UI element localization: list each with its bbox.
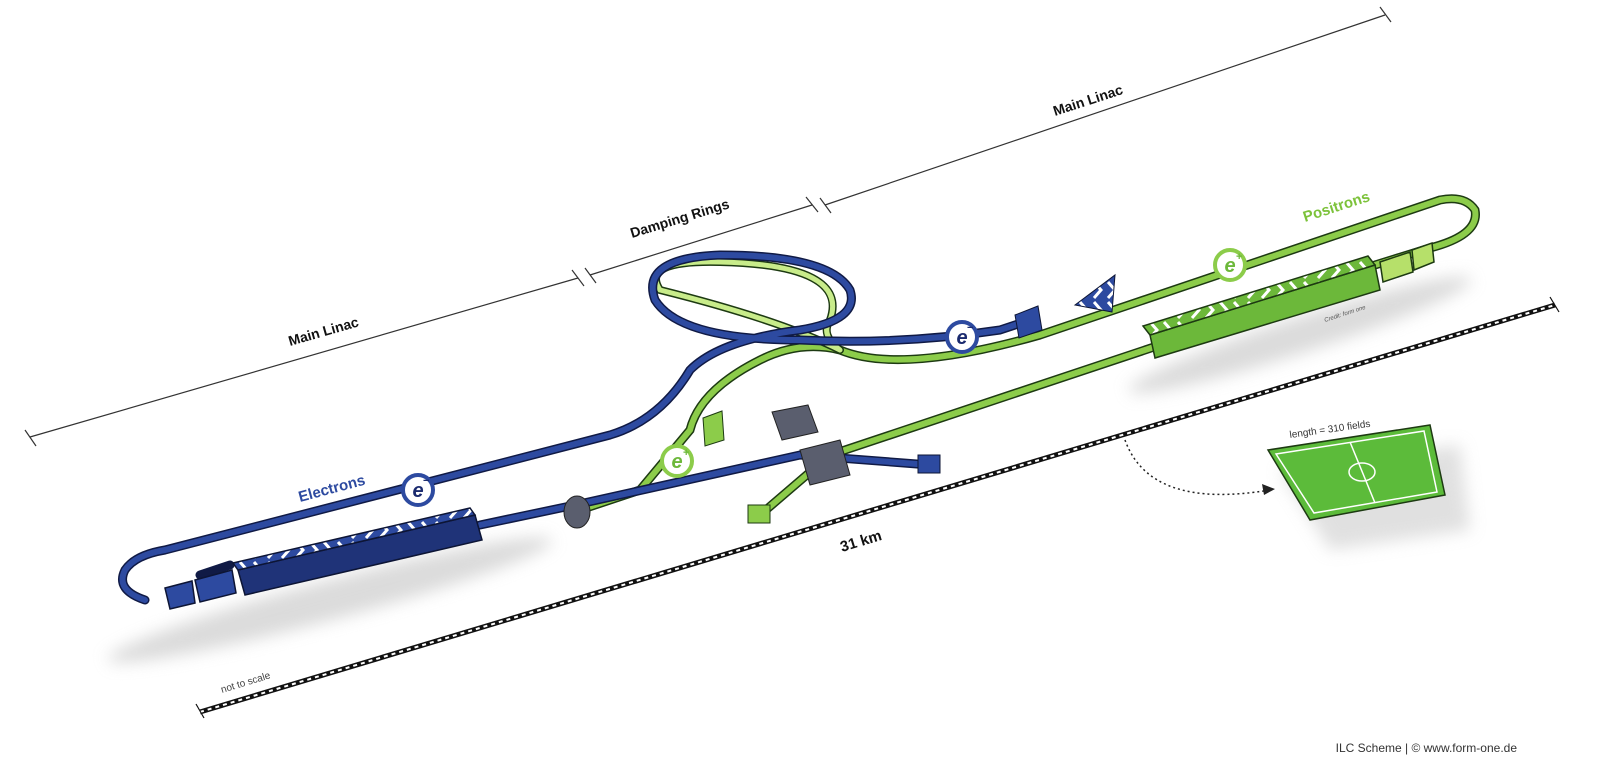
electron-badge-source: e − bbox=[945, 320, 979, 354]
positron-badge-linac: e + bbox=[1213, 248, 1247, 282]
label-positrons: Positrons bbox=[1301, 188, 1372, 226]
field-arrow bbox=[1124, 439, 1271, 496]
electron-badge: e − bbox=[401, 473, 435, 507]
positron-sign: + bbox=[683, 447, 689, 459]
positron-badge: e + bbox=[660, 444, 694, 478]
electron-beamline bbox=[118, 250, 1035, 605]
positron-sign: + bbox=[1236, 251, 1242, 263]
positron-source-unit bbox=[702, 410, 725, 447]
electron-source bbox=[1014, 273, 1116, 339]
dimension-damping-rings bbox=[584, 196, 819, 284]
football-field bbox=[1266, 424, 1446, 521]
label-damping-rings: Damping Rings bbox=[628, 195, 731, 240]
label-distance: 31 km bbox=[838, 527, 884, 556]
dimension-main-linac-left bbox=[24, 269, 585, 447]
label-main-linac-left: Main Linac bbox=[286, 314, 360, 349]
footer-caption: ILC Scheme | © www.form-one.de bbox=[1336, 741, 1518, 755]
label-main-linac-right: Main Linac bbox=[1051, 81, 1125, 119]
interaction-detector bbox=[563, 404, 941, 529]
electron-main-linac bbox=[164, 507, 483, 610]
positron-symbol: e bbox=[671, 451, 682, 473]
positron-symbol: e bbox=[1224, 255, 1235, 277]
distance-line bbox=[195, 296, 1560, 719]
electron-sign: − bbox=[967, 322, 973, 334]
arrowhead-icon bbox=[1262, 484, 1275, 495]
electron-sign: − bbox=[423, 475, 429, 487]
electron-symbol: e bbox=[956, 327, 967, 349]
electron-symbol: e bbox=[412, 480, 423, 502]
positron-main-linac bbox=[1141, 241, 1435, 359]
dimension-main-linac-right bbox=[819, 6, 1392, 214]
